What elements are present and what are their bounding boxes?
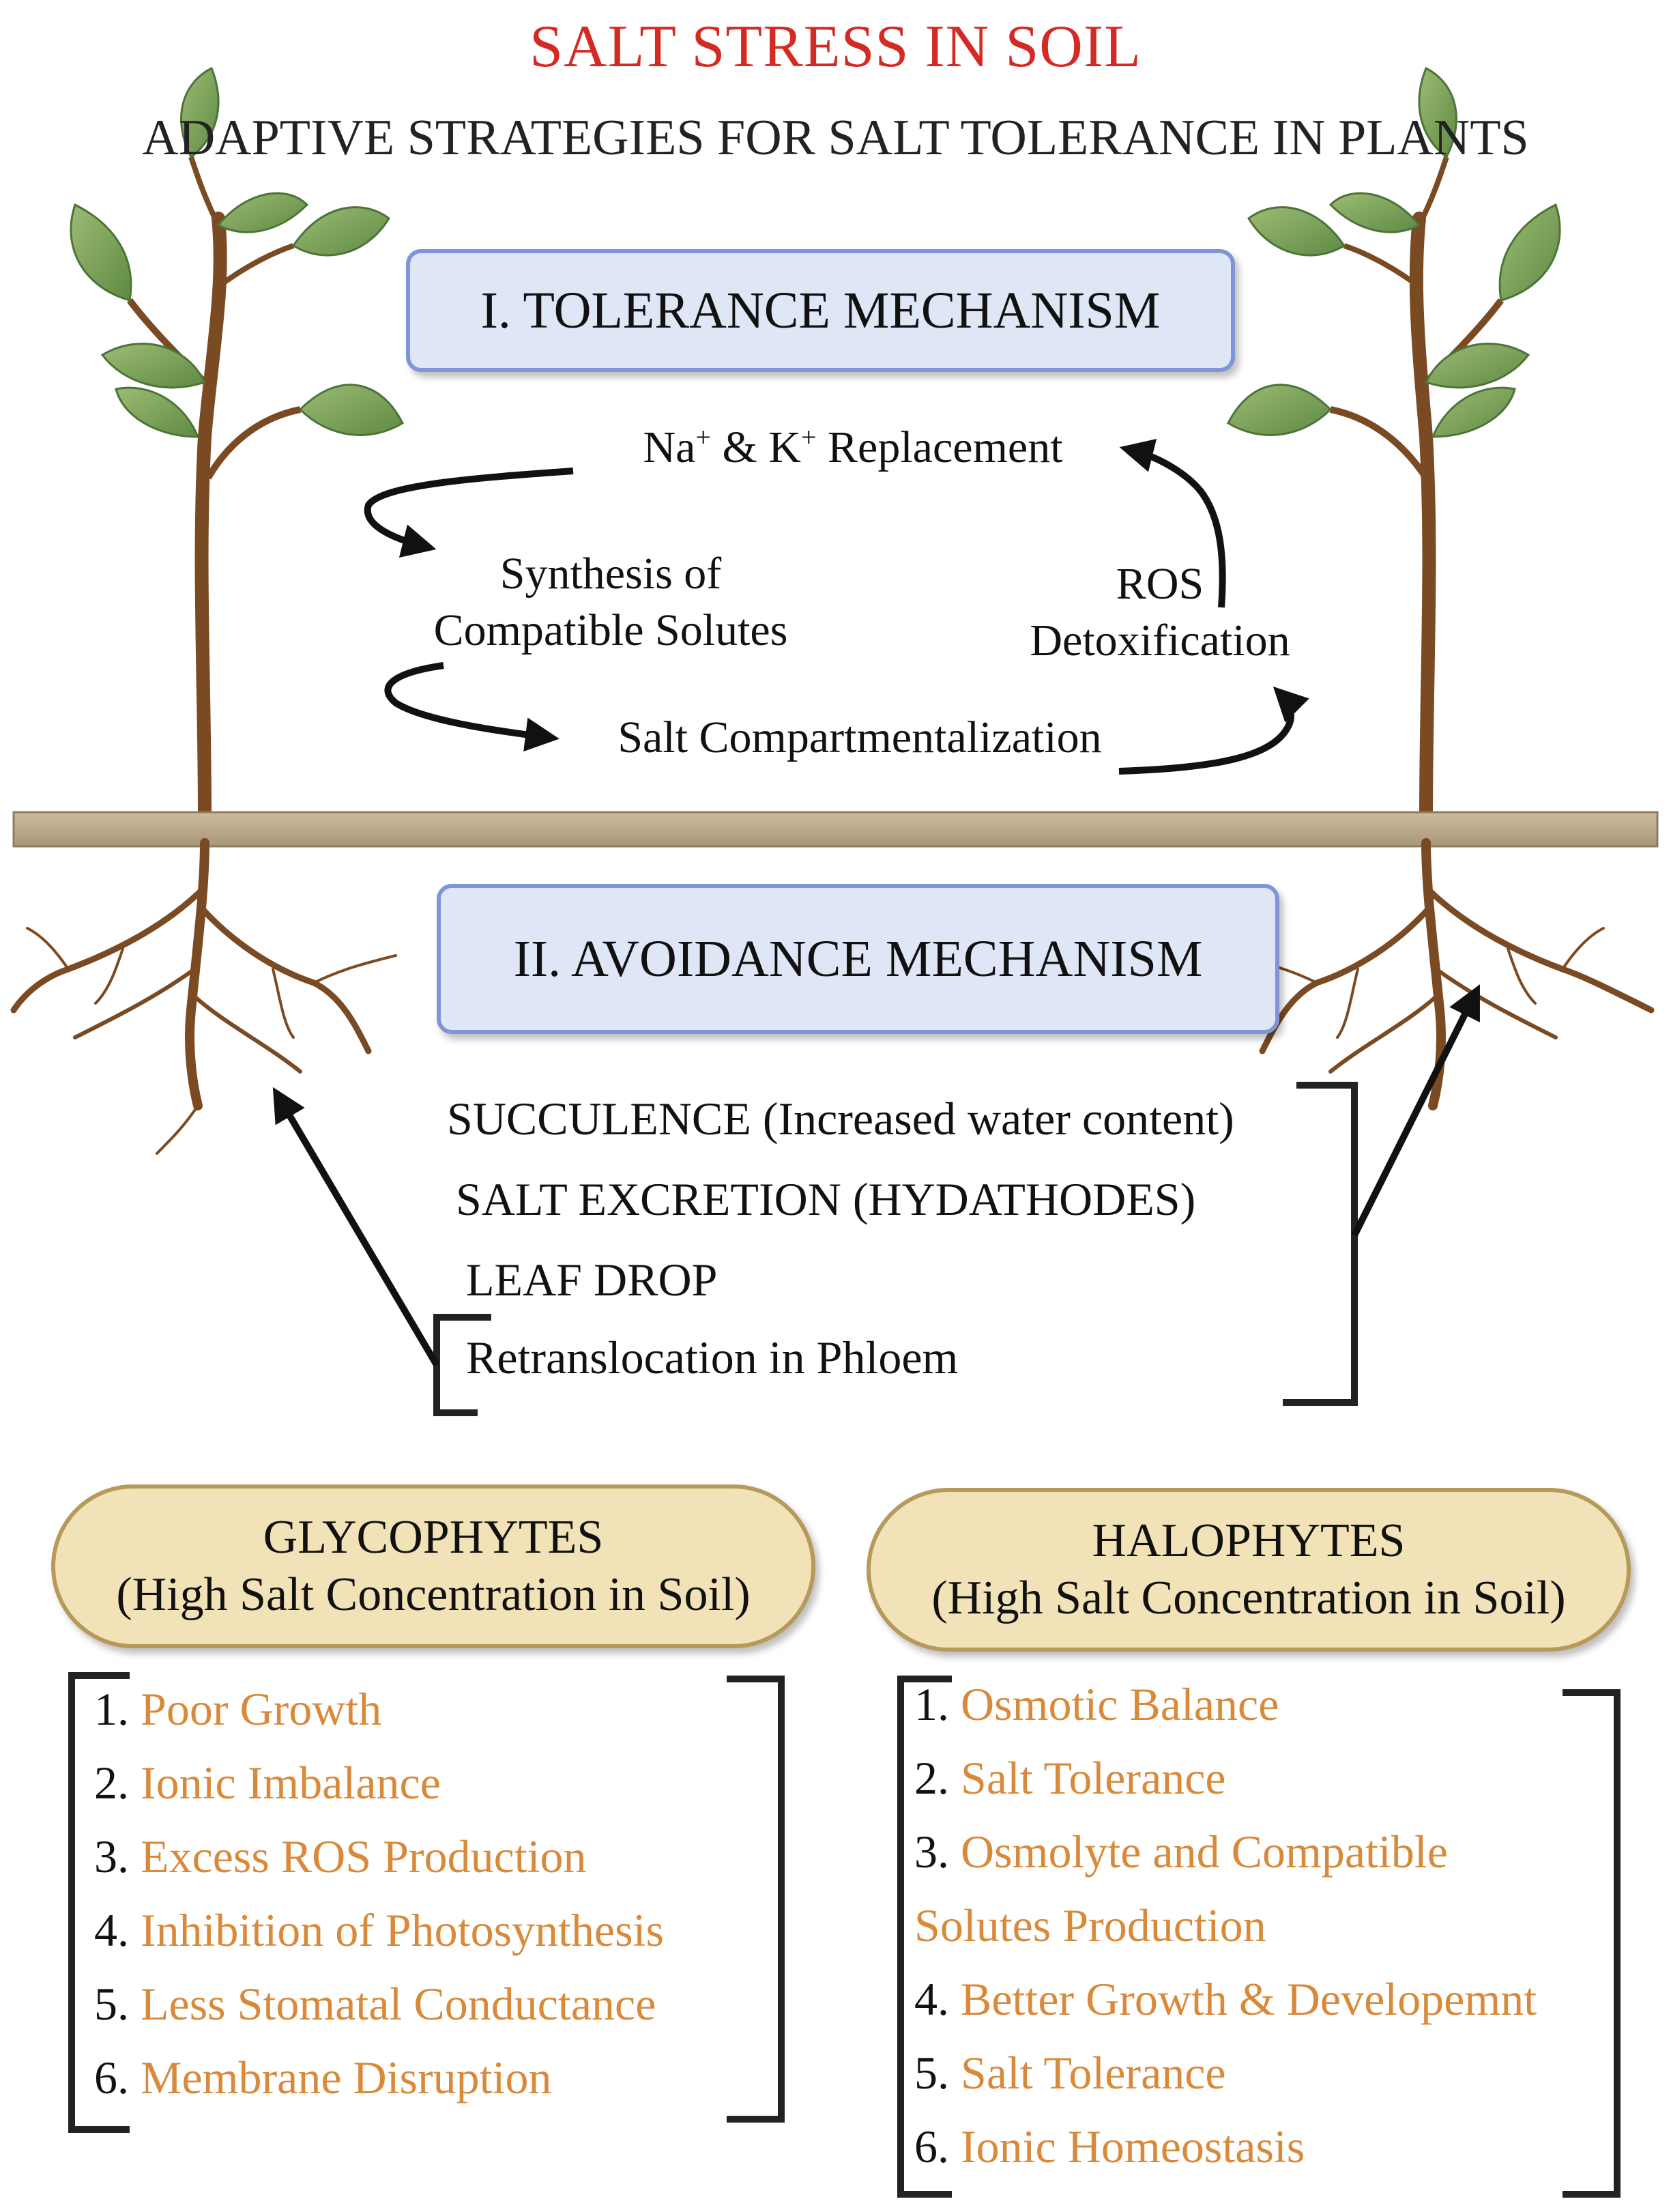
- list-item: 1. Osmotic Balance: [914, 1678, 1279, 1732]
- soil-strip: [12, 811, 1659, 848]
- item-text: Less Stomatal Conductance: [141, 1978, 656, 2030]
- halophytes-subtitle: (High Salt Concentration in Soil): [931, 1572, 1566, 1624]
- list-item: 5. Less Stomatal Conductance: [94, 1977, 656, 2031]
- item-text: Salt Tolerance: [961, 2047, 1226, 2099]
- halo-bracket-right: [1563, 1689, 1621, 2198]
- ros-line-2: Detoxification: [1030, 615, 1290, 665]
- ros-line-1: ROS: [1116, 559, 1204, 609]
- leaf-shape: [70, 203, 132, 302]
- avoidance-item-salt-excretion: SALT EXCRETION (HYDATHODES): [456, 1173, 1196, 1225]
- avoidance-arrows: [272, 984, 1480, 1367]
- glycophytes-subtitle: (High Salt Concentration in Soil): [116, 1568, 751, 1621]
- leaf-shape: [216, 192, 309, 233]
- item-text: Membrane Disruption: [141, 2052, 552, 2103]
- halo-bracket-left: [897, 1676, 952, 2198]
- right-roots: [1234, 838, 1655, 1110]
- list-item: 5. Salt Tolerance: [914, 2046, 1226, 2100]
- item-text: Poor Growth: [141, 1683, 382, 1735]
- page-subtitle: ADAPTIVE STRATEGIES FOR SALT TOLERANCE I…: [142, 110, 1529, 166]
- glycophytes-title: GLYCOPHYTES: [263, 1511, 604, 1564]
- item-text: Osmotic Balance: [961, 1678, 1279, 1730]
- item-number: 2.: [914, 1752, 949, 1804]
- list-item: 6. Membrane Disruption: [94, 2051, 551, 2105]
- leaf-shape: [180, 66, 220, 159]
- replacement-na-charge: +: [695, 422, 711, 453]
- leaf-shape: [1227, 384, 1333, 436]
- item-number: 5.: [914, 2047, 949, 2099]
- list-brackets: [68, 1672, 1621, 2198]
- item-text: Excess ROS Production: [141, 1830, 587, 1882]
- list-item: 4. Better Growth & Developemnt: [914, 1972, 1537, 2026]
- item-text: Salt Tolerance: [961, 1752, 1226, 1804]
- list-item: 3. Osmolyte and Compatible: [914, 1825, 1448, 1879]
- item-number: 1.: [94, 1683, 129, 1735]
- replacement-k-charge: +: [800, 422, 817, 453]
- avoidance-item-retranslocation: Retranslocation in Phloem: [466, 1332, 959, 1383]
- halophytes-title: HALOPHYTES: [1092, 1514, 1406, 1567]
- list-item: 1. Poor Growth: [94, 1682, 381, 1736]
- leaf-shape: [291, 206, 390, 257]
- leaf-shape: [1498, 203, 1561, 302]
- replacement-na: Na: [643, 422, 696, 472]
- synthesis-label: Synthesis of Compatible Solutes: [382, 546, 839, 659]
- leaf-shape: [115, 386, 200, 438]
- page-title: SALT STRESS IN SOIL: [529, 14, 1142, 80]
- synthesis-line-1: Synthesis of: [499, 549, 722, 599]
- item-text: Ionic Imbalance: [141, 1757, 441, 1809]
- list-item: 6. Ionic Homeostasis: [914, 2120, 1305, 2174]
- item-number: 6.: [914, 2121, 949, 2172]
- avoidance-item-leaf-drop: LEAF DROP: [466, 1254, 718, 1306]
- item-number: 4.: [94, 1904, 129, 1956]
- list-item: 2. Ionic Imbalance: [94, 1756, 441, 1810]
- leaf-shape: [1247, 206, 1346, 257]
- compartment-label: Salt Compartmentalization: [617, 713, 1102, 762]
- list-item: 2. Salt Tolerance: [914, 1751, 1226, 1805]
- item-number: 2.: [94, 1757, 129, 1809]
- leaf-shape: [1431, 386, 1516, 438]
- cycle-arrows: [364, 439, 1309, 775]
- item-number: 4.: [914, 1973, 949, 2025]
- item-number: 6.: [94, 2052, 129, 2103]
- avoidance-heading: II. AVOIDANCE MECHANISM: [513, 930, 1203, 988]
- leaf-shape: [298, 384, 404, 436]
- glyco-bracket-left: [68, 1672, 130, 2133]
- list-item: 4. Inhibition of Photosynthesis: [94, 1904, 664, 1957]
- replacement-k: & K: [710, 422, 801, 472]
- left-plant: [70, 66, 404, 822]
- leaf-shape: [1424, 343, 1530, 389]
- leaf-shape: [1418, 66, 1457, 159]
- tolerance-heading: I. TOLERANCE MECHANISM: [480, 281, 1161, 339]
- replacement-label: Na+ & K+ Replacement: [594, 420, 1112, 476]
- list-item: Solutes Production: [914, 1899, 1266, 1953]
- item-number: 5.: [94, 1978, 129, 2030]
- item-number: 3.: [94, 1830, 129, 1882]
- leaf-shape: [1328, 192, 1421, 233]
- left-roots: [10, 838, 397, 1155]
- item-number: 3.: [914, 1826, 949, 1878]
- glyco-bracket-right: [727, 1676, 785, 2123]
- ros-label: ROS Detoxification: [983, 556, 1337, 669]
- item-text: Better Growth & Developemnt: [961, 1973, 1537, 2025]
- item-text: Solutes Production: [914, 1899, 1266, 1951]
- item-text: Inhibition of Photosynthesis: [141, 1904, 664, 1956]
- leaf-shape: [100, 343, 207, 389]
- avoidance-heading-box: II. AVOIDANCE MECHANISM: [437, 884, 1279, 1034]
- list-item: 3. Excess ROS Production: [94, 1830, 587, 1884]
- halophytes-header: HALOPHYTES (High Salt Concentration in S…: [867, 1488, 1631, 1652]
- tolerance-heading-box: I. TOLERANCE MECHANISM: [406, 249, 1235, 372]
- synthesis-line-2: Compatible Solutes: [433, 605, 788, 655]
- item-text: Ionic Homeostasis: [961, 2121, 1305, 2172]
- item-number: 1.: [914, 1678, 949, 1730]
- item-text: Osmolyte and Compatible: [961, 1826, 1448, 1878]
- avoidance-item-succulence: SUCCULENCE (Increased water content): [447, 1093, 1234, 1145]
- glycophytes-header: GLYCOPHYTES (High Salt Concentration in …: [51, 1484, 815, 1648]
- right-plant: [1227, 66, 1561, 822]
- replacement-suffix: Replacement: [816, 422, 1063, 472]
